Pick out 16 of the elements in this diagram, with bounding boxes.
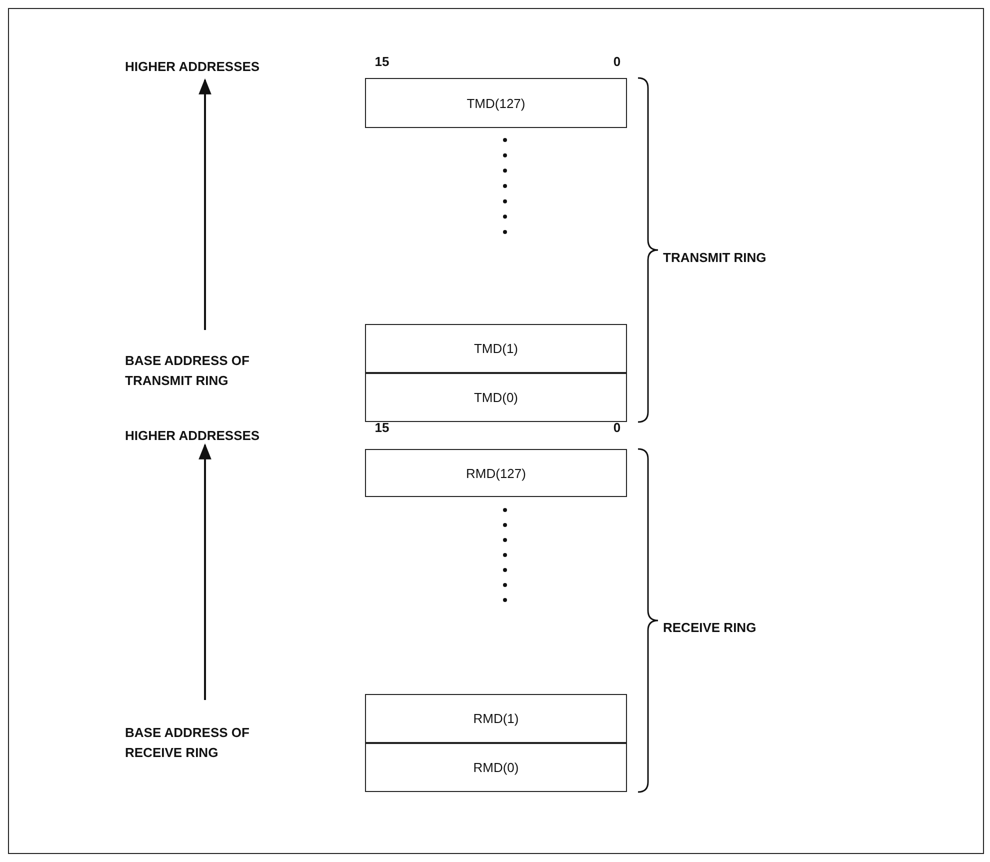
annotation-label: BASE ADDRESS OF TRANSMIT RING — [125, 352, 250, 390]
annotation-label: 15 — [374, 53, 390, 71]
annotation-label: 0 — [613, 53, 621, 71]
memory-descriptor-box: TMD(1) — [365, 324, 627, 373]
memory-descriptor-box: RMD(0) — [365, 743, 627, 792]
annotation-label: RECEIVE RING — [663, 619, 756, 637]
annotation-label: HIGHER ADDRESSES — [125, 58, 260, 76]
annotation-label: 15 — [374, 419, 390, 437]
annotation-label: HIGHER ADDRESSES — [125, 427, 260, 445]
memory-descriptor-box: TMD(127) — [365, 78, 627, 128]
annotation-label: TRANSMIT RING — [663, 249, 766, 267]
annotation-label: 0 — [613, 419, 621, 437]
memory-descriptor-box: RMD(127) — [365, 449, 627, 497]
memory-descriptor-box: TMD(0) — [365, 373, 627, 422]
annotation-label: BASE ADDRESS OF RECEIVE RING — [125, 724, 250, 762]
memory-descriptor-box: RMD(1) — [365, 694, 627, 743]
